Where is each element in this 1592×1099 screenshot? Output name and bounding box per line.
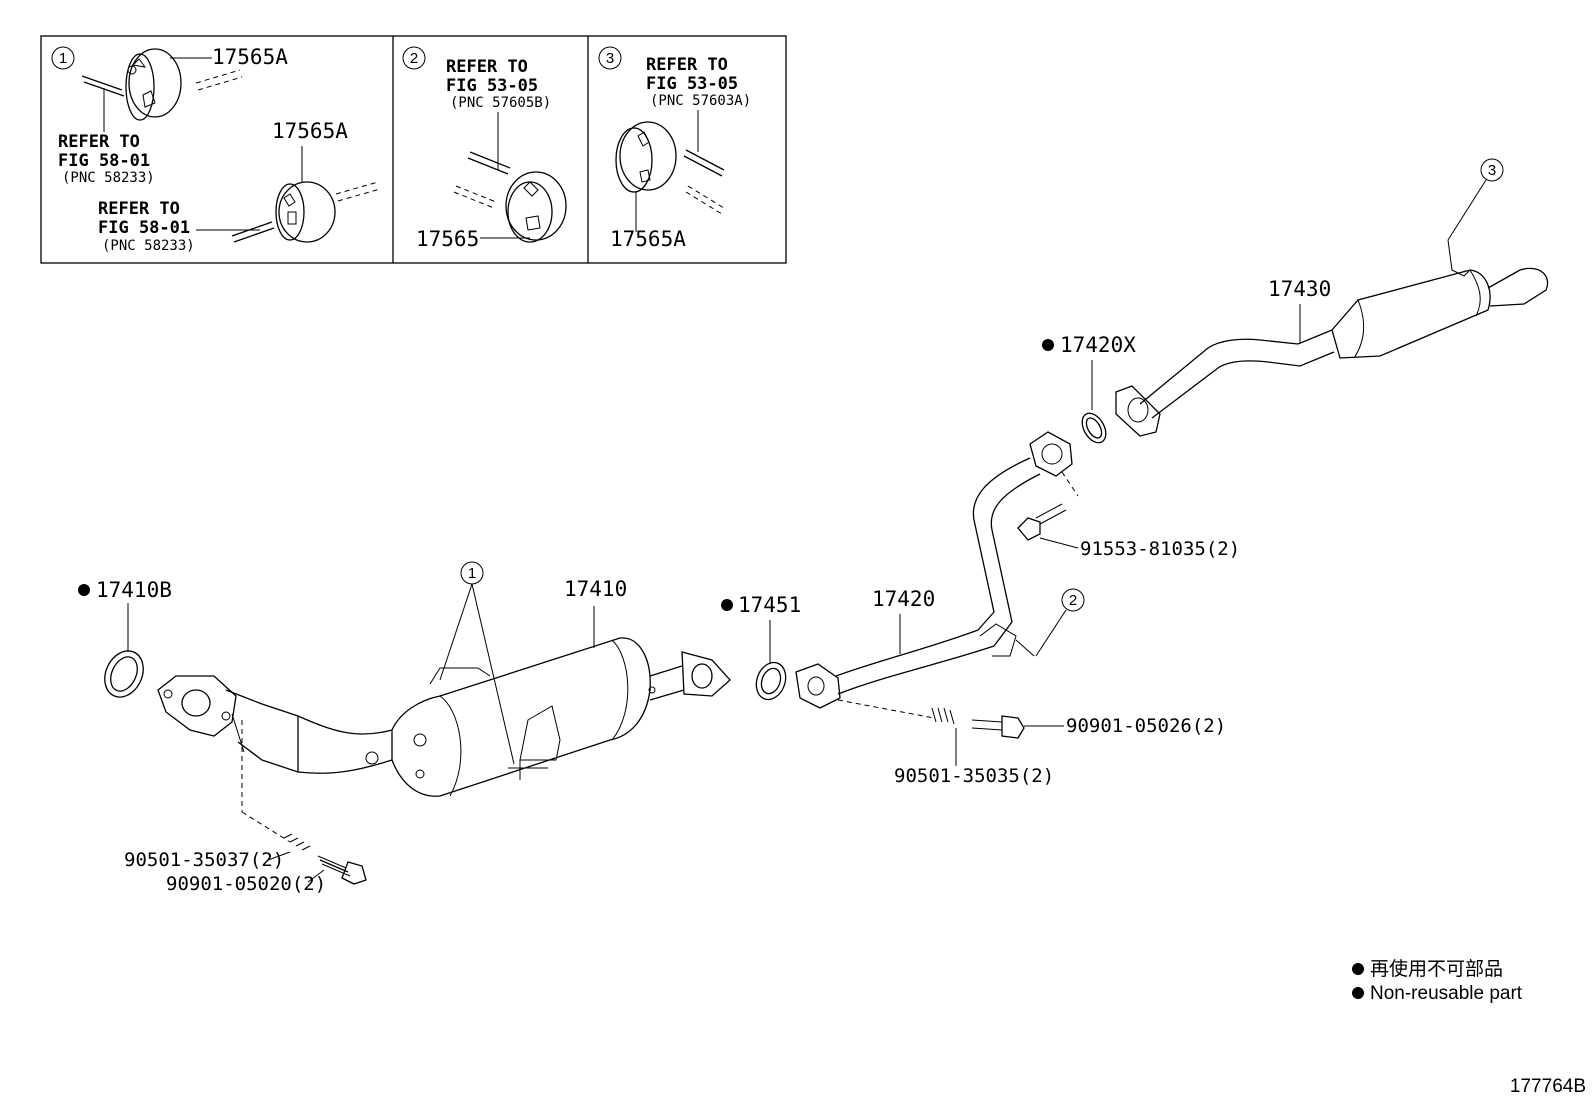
inset-two: 2 REFER TO FIG 53-05 (PNC 57605B) 17565 <box>402 46 567 251</box>
gasket-17420x: 17420X <box>1042 333 1136 444</box>
bolt-spring-set-left <box>241 720 367 885</box>
gasket-17410b: 17410B <box>78 578 172 698</box>
inset-three-ref-pnc: (PNC 57603A) <box>650 93 751 109</box>
inset-two-ref-line2: FIG 53-05 <box>446 76 538 96</box>
inset-three: 3 REFER TO FIG 53-05 (PNC 57603A) 17565A <box>598 46 751 251</box>
inset-one-part-a: 17565A <box>212 45 288 69</box>
bolt-spring-set-middle <box>837 699 1064 766</box>
rubber-hanger-icon <box>615 121 677 193</box>
part-17420x: 17420X <box>1060 333 1136 357</box>
part-17410: 17410 <box>564 577 627 601</box>
callout-1: 1 <box>439 561 515 765</box>
callout-1-label: 1 <box>468 565 476 582</box>
part-90501-35035: 90501-35035(2) <box>894 765 1054 787</box>
part-90901-05020: 90901-05020(2) <box>166 873 326 895</box>
inset-one-number-circle <box>51 46 75 70</box>
non-reusable-marker <box>1042 339 1054 351</box>
non-reusable-marker <box>721 599 733 611</box>
callout-3-label: 3 <box>1488 162 1496 179</box>
legend-english: Non-reusable part <box>1370 983 1523 1004</box>
inset-one-ref1-pnc: (PNC 58233) <box>62 170 155 186</box>
inset-one-ref1-line1: REFER TO <box>58 132 140 152</box>
inset-three-part: 17565A <box>610 227 686 251</box>
inset-two-number: 2 <box>410 50 418 67</box>
inset-one-ref2-line1: REFER TO <box>98 199 180 219</box>
legend-japanese: 再使用不可部品 <box>1370 958 1503 980</box>
part-90901-05026: 90901-05026(2) <box>1066 715 1226 737</box>
center-pipe-17420 <box>795 431 1073 709</box>
inset-three-ref-line1: REFER TO <box>646 55 728 75</box>
inset-two-ref-pnc: (PNC 57605B) <box>450 95 551 111</box>
inset-one-ref2-pnc: (PNC 58233) <box>102 238 195 254</box>
part-17451: 17451 <box>738 593 801 617</box>
callout-2: 2 <box>1035 588 1085 657</box>
part-90501-35037: 90501-35037(2) <box>124 849 284 871</box>
part-91553-81035: 91553-81035(2) <box>1080 538 1240 560</box>
tail-pipe-muffler-17430 <box>1115 239 1549 437</box>
part-17420: 17420 <box>872 587 935 611</box>
inset-one-number: 1 <box>59 50 67 67</box>
inset-one: 1 17565A REFER TO FIG 58-01 (PNC 58233) … <box>51 45 381 254</box>
inset-three-number-circle <box>598 46 622 70</box>
part-17430: 17430 <box>1268 277 1331 301</box>
non-reusable-marker <box>1352 987 1364 999</box>
legend: 再使用不可部品 Non-reusable part <box>1352 958 1523 1004</box>
inset-two-number-circle <box>402 46 426 70</box>
inset-three-ref-line2: FIG 53-05 <box>646 74 738 94</box>
callout-2-label: 2 <box>1069 592 1077 609</box>
inset-two-part: 17565 <box>416 227 479 251</box>
inset-three-number: 3 <box>606 50 614 67</box>
compression-spring-icon <box>931 707 955 725</box>
gasket-17451: 17451 <box>721 593 801 701</box>
inset-one-part-b: 17565A <box>272 119 348 143</box>
front-pipe-assembly-17410 <box>157 637 731 797</box>
inset-panel <box>40 35 787 264</box>
bolt-icon <box>1035 503 1067 525</box>
non-reusable-marker <box>78 584 90 596</box>
compression-spring-icon <box>283 833 311 851</box>
rubber-hanger-icon <box>125 48 182 121</box>
part-17410b: 17410B <box>96 578 172 602</box>
bolt-icon <box>319 859 349 873</box>
rubber-hanger-icon <box>275 181 336 243</box>
bolt-91553 <box>1017 471 1079 549</box>
inset-one-ref2-line2: FIG 58-01 <box>98 218 190 238</box>
non-reusable-marker <box>1352 963 1364 975</box>
rubber-hanger-icon <box>505 171 567 243</box>
inset-one-ref1-line2: FIG 58-01 <box>58 151 150 171</box>
inset-two-ref-line1: REFER TO <box>446 57 528 77</box>
bolt-icon <box>971 719 1003 731</box>
callout-3: 3 <box>1447 158 1504 241</box>
figure-id: 177764B <box>1510 1076 1586 1097</box>
